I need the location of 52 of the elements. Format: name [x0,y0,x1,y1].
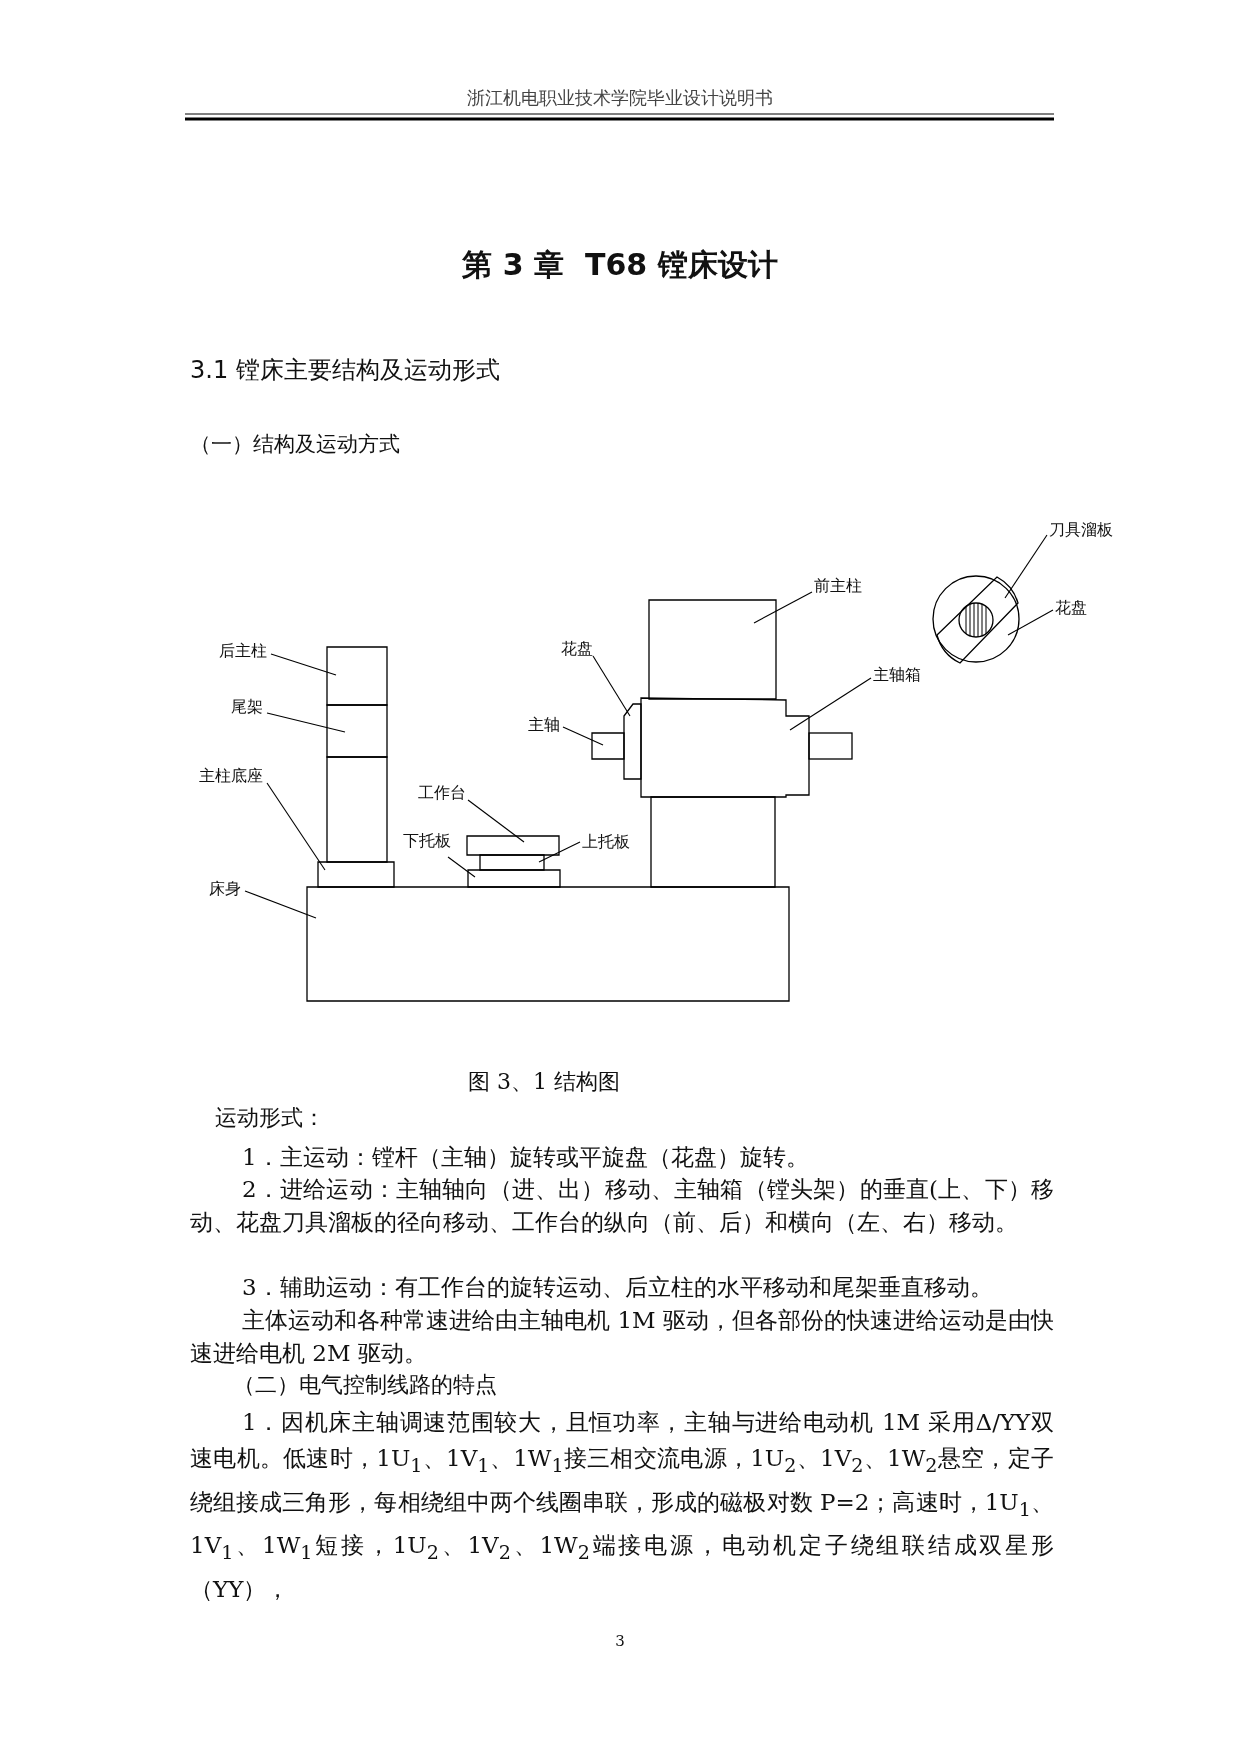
part-label: 尾架 [231,699,263,715]
paragraph: 3．辅助运动：有工作台的旋转运动、后立柱的水平移动和尾架垂直移动。 [241,1273,994,1302]
leader-line [562,726,604,746]
column-segment [326,704,388,758]
subsection-heading: （一）结构及运动方式 [190,434,400,455]
leader-line [1007,609,1054,636]
leader-line [753,591,813,624]
faceplate [623,703,642,780]
part-label: 花盘 [561,641,593,657]
part-label: 工作台 [418,785,466,801]
part-label: 前主柱 [814,578,862,594]
leader-line [244,890,317,919]
paragraph: 1．因机床主轴调速范围较大，且恒功率，主轴与进给电动机 1M 采用Δ/YY双速电机。低速时，1U$_{1}$、1V$_{1}$、1W$_{1}$接三相交流电源，1U$_{2}$、1V$_{2}$、1W$_{2}$悬空，定子绕组接成三角形，每相绕组中两个线圈串联，形成的磁极对数 P=2；高速时，1U$_{1}$、1V$_{1}$、1W$_{1}$短接，1U$_{2}$、1V$_{2}$、1W$_{2}$端接电源，电动机定子绕组联结成双星形（YY）， [190,1408,1054,1604]
lower-slide [467,869,561,888]
figure-caption: 图 3、1 结构图 [468,1071,620,1093]
machine-bed [306,886,790,1002]
worktable [466,835,560,856]
paragraph: 2．进给运动：主轴轴向（进、出）移动、主轴箱（镗头架）的垂直(上、下）移动、花盘刀具溜板的径向移动、工作台的纵向（前、后）和横向（左、右）移动。 [190,1175,1054,1237]
part-label: 后主柱 [219,643,267,659]
paragraph: （二）电气控制线路的特点 [232,1371,498,1399]
front-column [648,599,777,700]
page-number: 3 [615,1634,625,1649]
column-segment [326,646,388,706]
leader-line [467,799,525,843]
leader-line [1004,534,1048,599]
paragraph: 运动形式： [215,1107,325,1129]
part-label: 下托板 [403,833,451,849]
leader-line [270,653,337,676]
part-label: 主轴 [528,717,560,733]
leader-line [789,677,872,731]
leader-line [538,841,581,863]
part-label: 刀具溜板 [1049,522,1113,538]
part-label: 主轴箱 [873,667,921,683]
part-label: 床身 [209,881,241,897]
column-segment [326,756,388,863]
chapter-title: 第 3 章 T68 镗床设计 [462,250,778,280]
paragraph: 1．主运动：镗杆（主轴）旋转或平旋盘（花盘）旋转。 [241,1143,810,1172]
leader-line [447,856,476,878]
section-heading: 3.1 镗床主要结构及运动形式 [190,358,500,382]
page-header: 浙江机电职业技术学院毕业设计说明书 [467,89,773,107]
leader-line [266,782,326,871]
upper-slide [479,854,545,871]
part-label: 上托板 [582,834,630,850]
paragraph: 主体运动和各种常速进给由主轴电机 1M 驱动，但各部份的快速进给运动是由快速进给电机 2M 驱动。 [190,1306,1054,1368]
column-segment [650,796,776,888]
headstock [640,697,810,798]
column-base [317,861,395,888]
leader-line [592,655,631,717]
spindle [591,732,625,760]
part-label: 主柱底座 [199,768,263,784]
part-label: 花盘 [1055,600,1087,616]
leader-line [266,712,346,733]
